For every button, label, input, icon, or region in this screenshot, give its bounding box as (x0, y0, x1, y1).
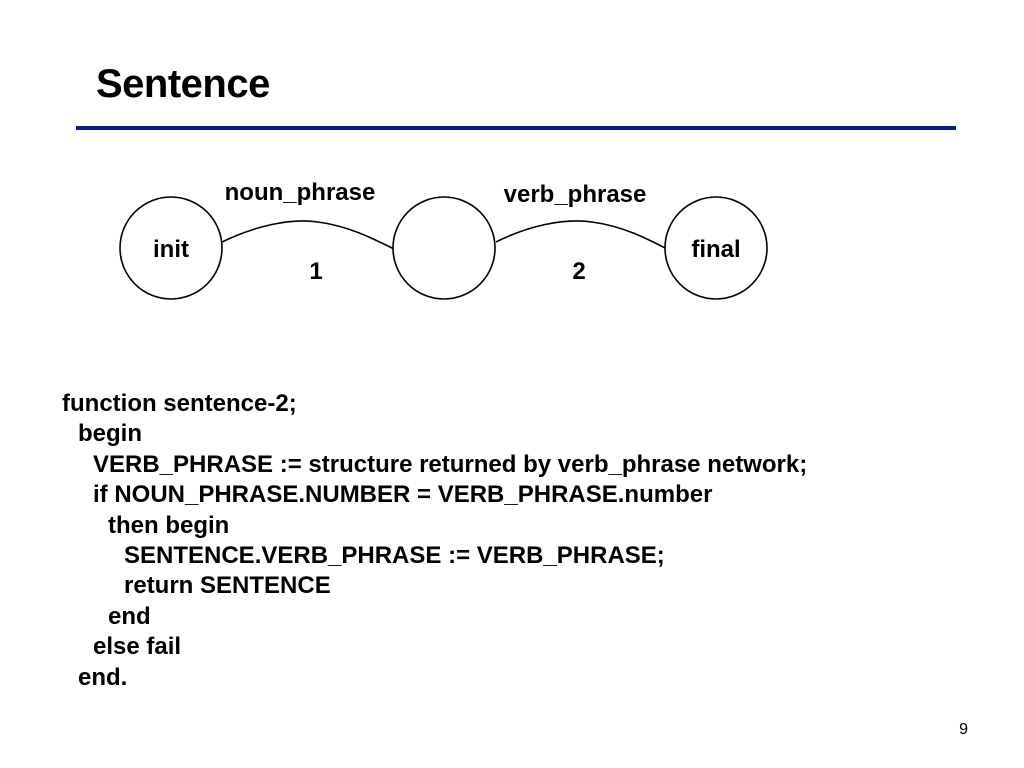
slide-title: Sentence (96, 62, 270, 106)
code-line: return SENTENCE (124, 572, 331, 600)
node-init: init (119, 196, 223, 300)
code-line: SENTENCE.VERB_PHRASE := VERB_PHRASE; (124, 541, 665, 569)
arc-noun-phrase (221, 220, 395, 250)
pseudocode-block: function sentence-2; begin VERB_PHRASE :… (62, 389, 807, 693)
transition-network-diagram: init final noun_phrase verb_phrase 1 2 (119, 179, 768, 300)
code-line: begin (78, 420, 142, 448)
node-final-label: final (691, 236, 740, 263)
arc-verb-phrase (495, 220, 668, 250)
node-middle (392, 196, 496, 300)
title-divider (76, 126, 956, 130)
code-line: end. (78, 663, 128, 691)
code-line: else fail (93, 633, 182, 661)
node-final: final (664, 196, 768, 300)
arc-number-1: 1 (309, 258, 322, 285)
code-line: end (108, 602, 151, 630)
arc-label-noun-phrase: noun_phrase (225, 179, 376, 206)
code-line: function sentence-2; (62, 390, 297, 417)
arc-number-2: 2 (572, 258, 585, 285)
code-line: if NOUN_PHRASE.NUMBER = VERB_PHRASE.numb… (93, 481, 713, 509)
page-number: 9 (959, 721, 968, 738)
code-line: then begin (108, 511, 230, 539)
arc-label-verb-phrase: verb_phrase (504, 181, 647, 208)
code-line: VERB_PHRASE := structure returned by ver… (93, 450, 808, 478)
node-init-label: init (153, 236, 189, 263)
